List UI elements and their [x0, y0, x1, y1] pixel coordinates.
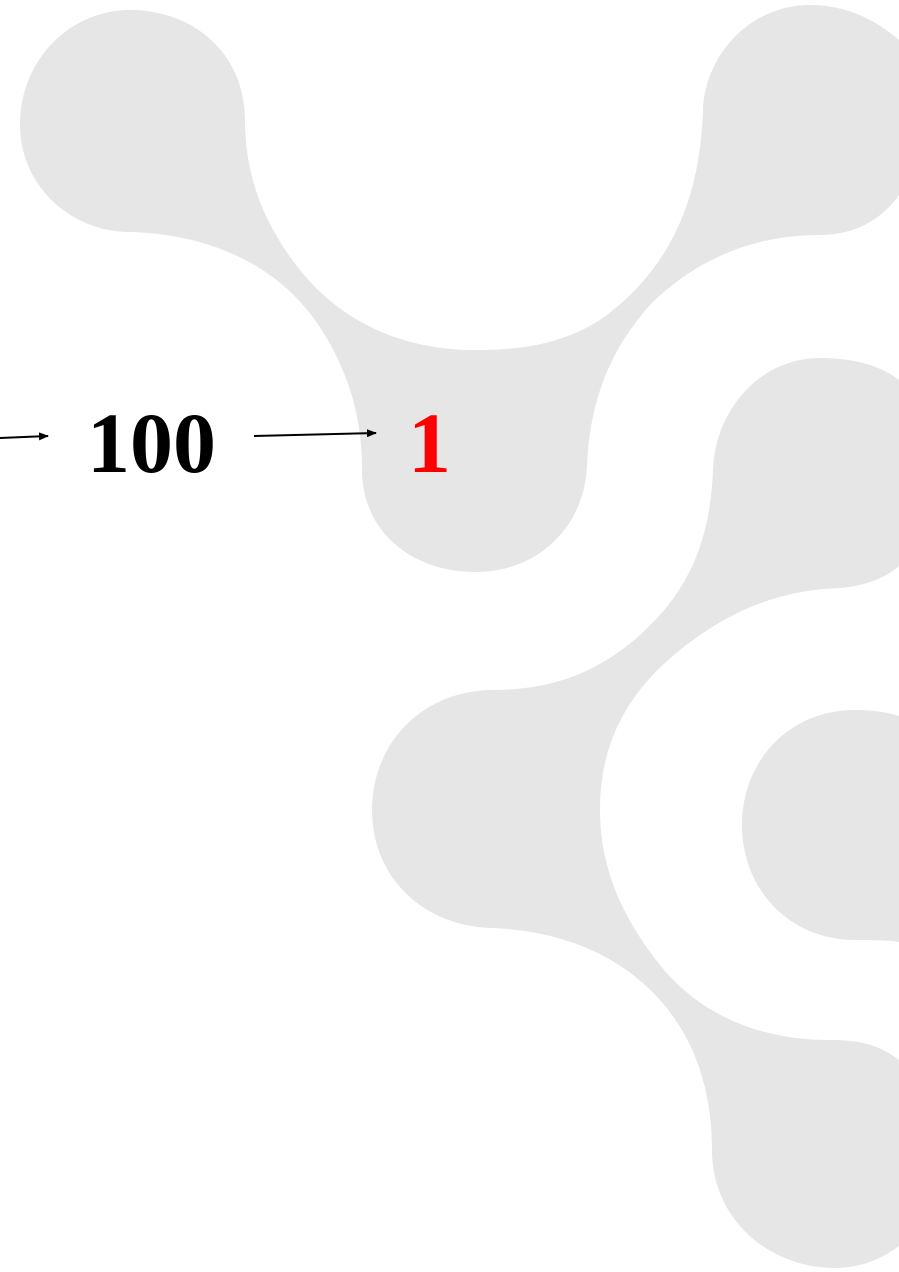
value-1-label: 1: [408, 395, 451, 491]
value-100-label: 100: [87, 395, 216, 491]
blob-top-left: [20, 5, 899, 572]
arrow-into-100: [0, 432, 49, 441]
arrow-100-to-1: [253, 429, 377, 438]
blob-middle: [372, 358, 899, 1268]
blob-right-round: [742, 710, 899, 942]
